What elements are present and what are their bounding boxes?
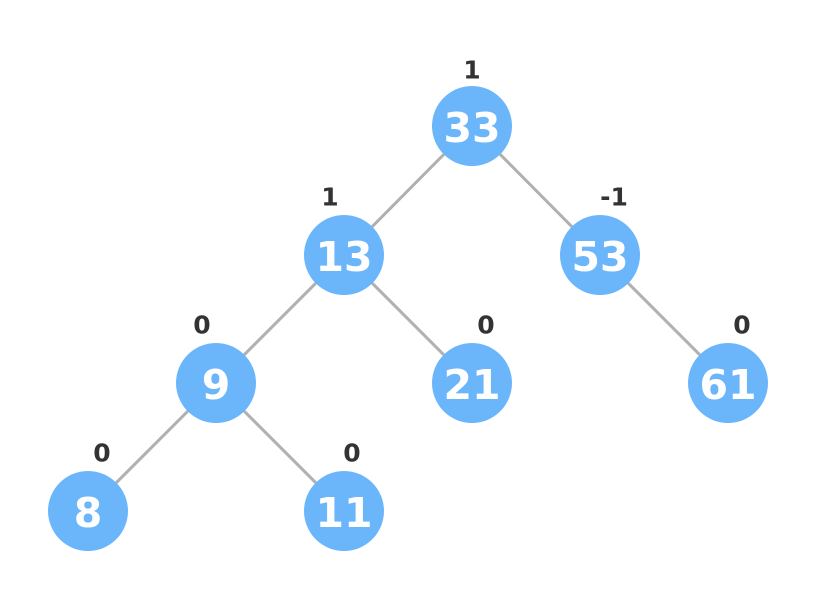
tree-node-61: 61 0 [688, 311, 768, 423]
tree-node-33: 33 1 [432, 56, 512, 166]
node-value: 8 [74, 489, 103, 537]
balance-factor-label: 0 [193, 311, 210, 340]
tree-node-21: 21 0 [432, 311, 512, 423]
tree-node-11: 11 0 [304, 439, 384, 551]
node-circle [432, 343, 512, 423]
node-value: 11 [315, 489, 372, 537]
node-circle [304, 215, 384, 295]
tree-node-9: 9 0 [176, 311, 256, 423]
balance-factor-label: 1 [463, 56, 480, 85]
node-value: 21 [443, 361, 500, 409]
node-circle [304, 471, 384, 551]
nodes-layer: 33 1 13 1 53 -1 9 0 [48, 56, 768, 551]
balance-factor-label: 0 [733, 311, 750, 340]
node-value: 61 [699, 361, 756, 409]
tree-node-8: 8 0 [48, 439, 128, 551]
node-circle [432, 86, 512, 166]
node-circle [176, 343, 256, 423]
node-circle [688, 343, 768, 423]
node-circle [48, 471, 128, 551]
balance-factor-label: 0 [343, 439, 360, 468]
edges-layer [86, 124, 730, 513]
tree-node-53: 53 -1 [560, 183, 640, 295]
balance-factor-label: 0 [477, 311, 494, 340]
node-circle [560, 215, 640, 295]
node-value: 33 [443, 104, 500, 152]
node-value: 53 [571, 233, 628, 281]
balance-factor-label: -1 [600, 183, 628, 212]
balance-factor-label: 0 [93, 439, 110, 468]
tree-node-13: 13 1 [304, 183, 384, 295]
balance-factor-label: 1 [321, 183, 338, 212]
node-value: 13 [315, 233, 372, 281]
node-value: 9 [202, 361, 231, 409]
